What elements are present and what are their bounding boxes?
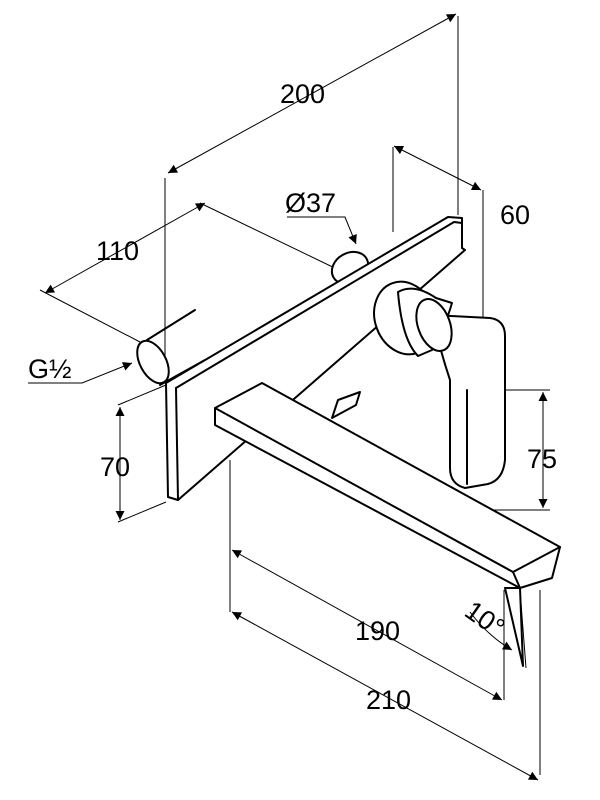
label-210: 210 <box>366 685 411 715</box>
leader-lines <box>28 216 357 384</box>
label-200: 200 <box>280 79 325 109</box>
dim-line-60 <box>393 145 482 191</box>
spout-stem <box>331 391 361 419</box>
label-75: 75 <box>527 444 557 474</box>
dim-line-210 <box>231 611 539 781</box>
label-190: 190 <box>355 616 400 646</box>
dim-line-200 <box>167 13 457 174</box>
spout <box>214 382 561 667</box>
label-70: 70 <box>100 452 130 482</box>
label-110: 110 <box>96 236 139 266</box>
label-angle-10: 10° <box>459 595 510 643</box>
label-diameter-37: Ø37 <box>285 188 336 218</box>
label-thread-g-half: G½ <box>28 354 72 384</box>
dim-arc-10deg <box>469 611 513 651</box>
dim-line-110 <box>44 202 206 294</box>
dimension-lines <box>44 13 548 781</box>
thread-connector <box>136 309 206 386</box>
label-60: 60 <box>500 200 530 230</box>
mixing-handle <box>373 280 506 489</box>
mixer-drawing <box>136 216 561 667</box>
